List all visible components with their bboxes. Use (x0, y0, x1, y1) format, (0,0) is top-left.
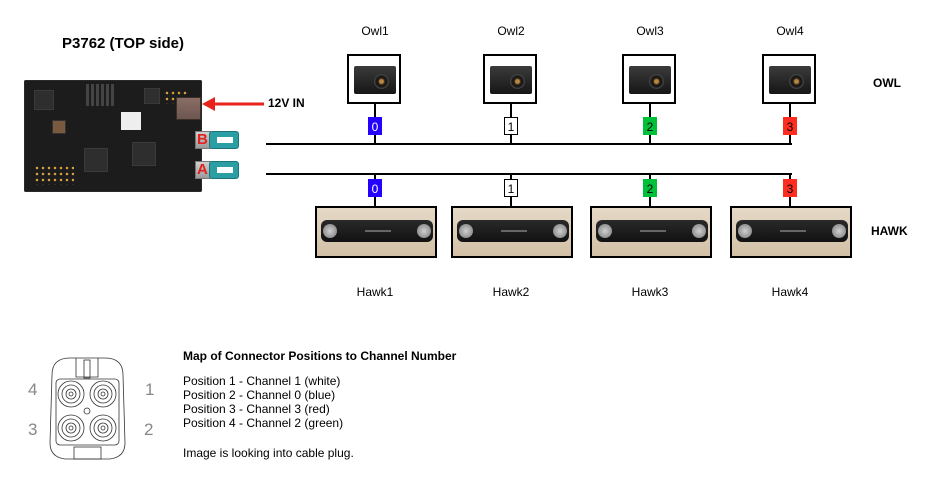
camera-brand-text (501, 230, 527, 232)
hawk-camera-name: Hawk3 (631, 285, 669, 299)
board-chip (132, 142, 156, 166)
hawk-camera-body (596, 220, 708, 242)
owl-camera-name: Owl2 (497, 24, 525, 38)
owl-camera-image (347, 54, 401, 104)
camera-lens-icon (692, 224, 706, 238)
owl-bus-wire (266, 143, 792, 145)
hawk-camera-image (730, 206, 852, 258)
connector-position-3: 3 (28, 420, 38, 439)
hawk-group-label: HAWK (871, 224, 908, 238)
hawk-camera-image (590, 206, 712, 258)
p3762-board-image (24, 80, 202, 192)
hawk-camera-image (315, 206, 437, 258)
owl-camera-image (483, 54, 537, 104)
hawk-camera-image (451, 206, 573, 258)
board-components (34, 165, 74, 185)
inductor (52, 120, 66, 134)
owl-camera-image (622, 54, 676, 104)
power-arrow-icon (202, 97, 264, 111)
port-a-label: A (197, 161, 208, 178)
qr-label (121, 112, 141, 130)
camera-lens-icon (459, 224, 473, 238)
connector-pin (57, 414, 85, 442)
connector-position-4: 4 (28, 380, 38, 399)
owl-camera-image (762, 54, 816, 104)
power-input-label: 12V IN (268, 96, 305, 110)
connector-position-1: 1 (145, 380, 155, 399)
owl-channel-badge: 0 (368, 117, 382, 135)
owl-group-label: OWL (873, 76, 901, 90)
owl-camera-name: Owl1 (361, 24, 389, 38)
hawk-camera-body (321, 220, 433, 242)
owl-camera-body (490, 66, 532, 94)
connector-position-2: 2 (144, 420, 154, 439)
connector-plug-drawing (49, 357, 126, 460)
power-jack (176, 97, 201, 120)
camera-brand-text (640, 230, 666, 232)
camera-lens-icon (374, 74, 389, 89)
hawk-camera-name: Hawk1 (356, 285, 394, 299)
hawk-channel-badge: 3 (783, 179, 797, 197)
camera-lens-icon (323, 224, 337, 238)
hawk-channel-badge: 0 (368, 179, 382, 197)
hawk-camera-body (457, 220, 569, 242)
camera-lens-icon (738, 224, 752, 238)
camera-lens-icon (649, 74, 664, 89)
connector-pin (57, 380, 85, 408)
camera-lens-icon (832, 224, 846, 238)
camera-lens-icon (598, 224, 612, 238)
owl-camera-name: Owl4 (776, 24, 804, 38)
hawk-channel-badge: 1 (504, 179, 518, 197)
board-chip (34, 90, 54, 110)
legend-line: Position 3 - Channel 3 (red) (183, 402, 330, 416)
legend-line: Position 1 - Channel 1 (white) (183, 374, 341, 388)
legend-title: Map of Connector Positions to Channel Nu… (183, 349, 457, 363)
board-title: P3762 (TOP side) (62, 35, 185, 52)
camera-lens-icon (417, 224, 431, 238)
legend-line: Position 2 - Channel 0 (blue) (183, 388, 336, 402)
camera-lens-icon (510, 74, 525, 89)
hawk-camera-name: Hawk4 (771, 285, 809, 299)
legend-line: Position 4 - Channel 2 (green) (183, 416, 344, 430)
pin-header (86, 84, 114, 106)
hawk-channel-badge: 2 (643, 179, 657, 197)
owl-camera-body (629, 66, 671, 94)
owl-channel-badge: 1 (504, 117, 518, 135)
connector-pin (89, 380, 117, 408)
owl-camera-body (354, 66, 396, 94)
owl-camera-name: Owl3 (636, 24, 664, 38)
camera-lens-icon (553, 224, 567, 238)
hawk-bus-wire (266, 173, 792, 175)
hawk-camera-name: Hawk2 (492, 285, 530, 299)
camera-lens-icon (789, 74, 804, 89)
owl-camera-body (769, 66, 811, 94)
board-chip (144, 88, 160, 104)
owl-channel-badge: 2 (643, 117, 657, 135)
hawk-camera-body (736, 220, 848, 242)
board-chip (84, 148, 108, 172)
port-a-connector: A (195, 161, 239, 179)
owl-channel-badge: 3 (783, 117, 797, 135)
camera-brand-text (780, 230, 806, 232)
port-b-connector: B (195, 131, 239, 149)
connector-pin (89, 414, 117, 442)
legend-note: Image is looking into cable plug. (183, 446, 354, 460)
port-b-label: B (197, 131, 208, 148)
camera-brand-text (365, 230, 391, 232)
